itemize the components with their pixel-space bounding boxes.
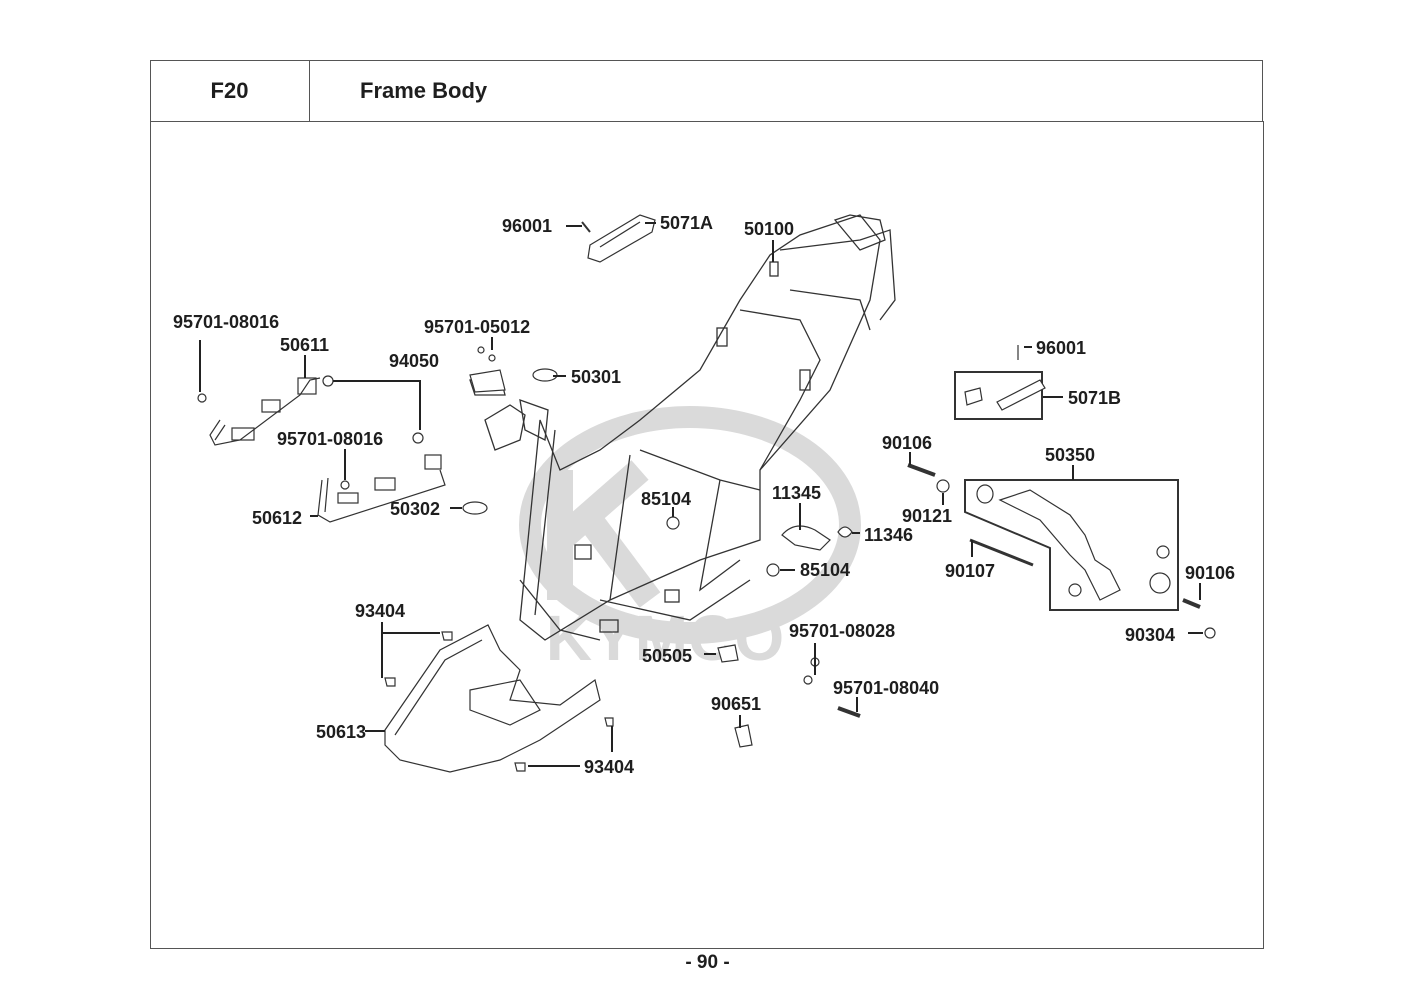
frame-body-drawing [469, 214, 896, 641]
part-label-95701-08016-lower[interactable]: 95701-08016 [277, 429, 384, 449]
header-frame [150, 60, 1263, 121]
part-label-11346[interactable]: 11346 [864, 525, 914, 545]
part-label-94050[interactable]: 94050 [389, 351, 440, 371]
part-label-93404-lower[interactable]: 93404 [584, 757, 635, 777]
part-label-50505[interactable]: 50505 [642, 646, 693, 666]
part-label-50301[interactable]: 50301 [571, 367, 622, 387]
bar-50611-drawing [197, 375, 334, 446]
footrest-5071a-drawing [566, 214, 656, 263]
section-title: Frame Body [360, 78, 488, 103]
part-label-85104-lower[interactable]: 85104 [800, 560, 851, 580]
part-label-50611[interactable]: 50611 [280, 335, 330, 355]
section-code: F20 [150, 60, 310, 122]
part-label-90107[interactable]: 90107 [945, 561, 996, 581]
part-label-11345[interactable]: 11345 [772, 483, 822, 503]
part-label-96001-right[interactable]: 96001 [1036, 338, 1087, 358]
part-label-90304[interactable]: 90304 [1125, 625, 1176, 645]
part-label-93404-upper[interactable]: 93404 [355, 601, 406, 621]
part-label-90121[interactable]: 90121 [902, 506, 953, 526]
part-label-85104-upper[interactable]: 85104 [641, 489, 692, 509]
bar-50612-drawing [317, 432, 446, 523]
part-label-96001[interactable]: 96001 [502, 216, 553, 236]
part-label-95701-08016-upper[interactable]: 95701-08016 [173, 312, 280, 332]
part-label-50613[interactable]: 50613 [316, 722, 367, 742]
part-label-5071a[interactable]: 5071A [660, 213, 714, 233]
part-label-50612[interactable]: 50612 [252, 508, 303, 528]
part-label-5071b[interactable]: 5071B [1068, 388, 1122, 408]
under-guard-50613-drawing [384, 624, 601, 773]
part-label-90651[interactable]: 90651 [711, 694, 762, 714]
part-label-90106-left[interactable]: 90106 [882, 433, 933, 453]
part-label-50100[interactable]: 50100 [744, 219, 795, 239]
part-label-95701-08040[interactable]: 95701-08040 [833, 678, 940, 698]
part-label-95701-08028[interactable]: 95701-08028 [789, 621, 896, 641]
part-label-90106-right[interactable]: 90106 [1185, 563, 1236, 583]
diagram-frame [150, 121, 1264, 949]
part-label-50350[interactable]: 50350 [1045, 445, 1096, 465]
leader-lines [199, 222, 1203, 767]
right-parts-drawing [907, 345, 1216, 639]
part-label-50302[interactable]: 50302 [390, 499, 441, 519]
part-label-95701-05012[interactable]: 95701-05012 [424, 317, 531, 337]
page-number: - 90 - [685, 952, 730, 973]
